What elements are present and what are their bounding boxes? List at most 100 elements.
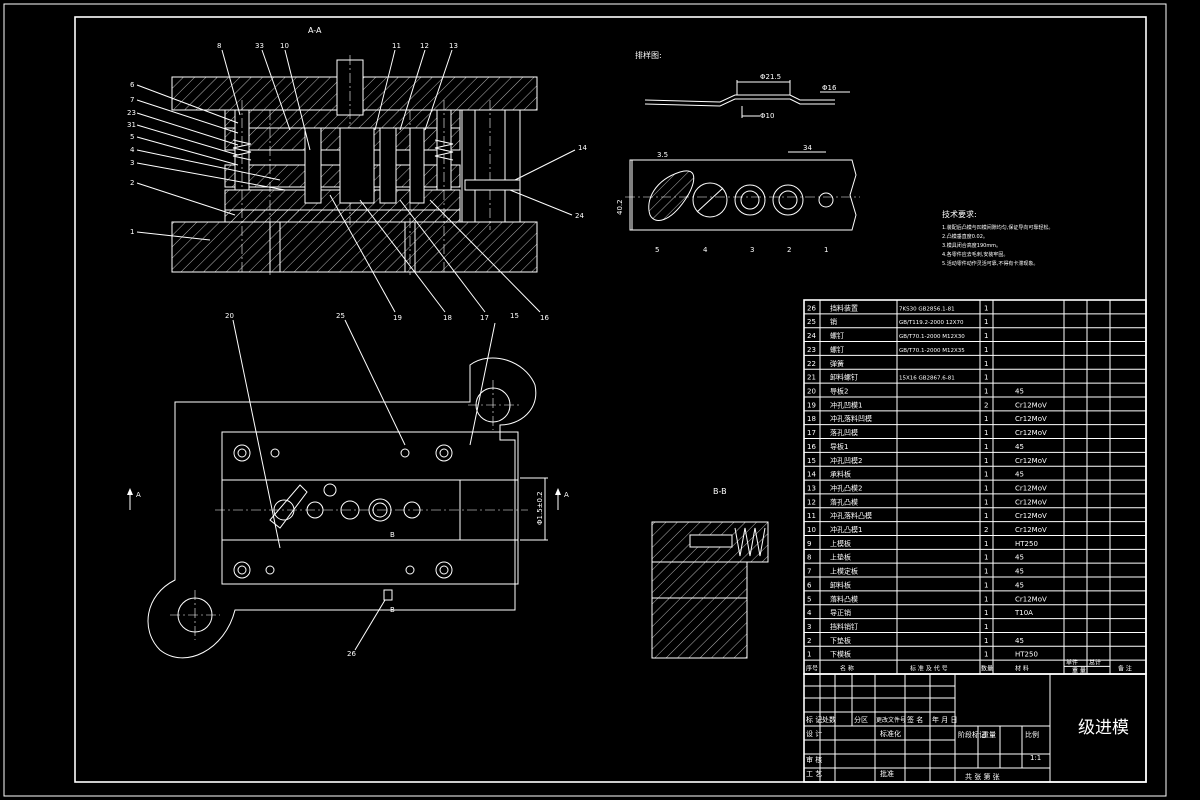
bom-row-name: 落料凸模 — [830, 594, 858, 603]
screw-hole-3 — [233, 561, 251, 579]
callout-16: 16 — [540, 314, 549, 322]
bom-row-material: Cr12MoV — [1015, 401, 1047, 409]
bom-row-qty: 2 — [984, 401, 988, 409]
std-label: 标准化 — [880, 729, 901, 738]
section-mark-b-bottom: B — [390, 606, 395, 614]
callout-1: 1 — [130, 228, 134, 236]
bom-row-material: 45 — [1015, 637, 1024, 645]
bom-row-qty: 1 — [984, 429, 988, 437]
bom-row-no: 7 — [807, 568, 811, 576]
bom-row-no: 9 — [807, 540, 811, 548]
bom-row-qty: 1 — [984, 581, 988, 589]
bom-row-qty: 1 — [984, 415, 988, 423]
bom-row-material: HT250 — [1015, 540, 1038, 548]
section-b-middle — [651, 561, 748, 599]
screw-hole-1 — [233, 444, 251, 462]
dim-phi16: Φ16 — [822, 84, 837, 92]
bom-row-no: 25 — [807, 318, 816, 326]
bom-row-no: 17 — [807, 429, 816, 437]
callout-26: 26 — [347, 650, 356, 658]
scale-value: 1:1 — [1030, 754, 1041, 762]
bom-row-no: 15 — [807, 457, 816, 465]
bom-row-standard: GB/T70.1-2000 M12X35 — [899, 348, 965, 354]
stock-support — [464, 179, 521, 191]
bom-row-no: 8 — [807, 554, 811, 562]
die-block-plan — [221, 431, 519, 585]
bom-row-no: 3 — [807, 623, 811, 631]
bom-row-qty: 1 — [984, 484, 988, 492]
main-section-label: A-A — [308, 26, 322, 35]
section-b-view: B-B — [651, 487, 769, 659]
bom-row-qty: 1 — [984, 554, 988, 562]
punch-2 — [339, 127, 375, 204]
bom-header-no: 序号 — [806, 665, 818, 673]
callout-23: 23 — [127, 109, 136, 117]
bom-row-name: 下垫板 — [830, 636, 851, 645]
bom-header-weight: 重 量 — [1072, 667, 1086, 675]
bom-row-material: Cr12MoV — [1015, 429, 1047, 437]
bom-row-name: 承料板 — [830, 470, 851, 479]
bom-row-no: 20 — [807, 388, 816, 396]
callout-12: 12 — [420, 42, 429, 50]
bom-header-name: 名 称 — [840, 665, 854, 673]
bom-row-name: 冲孔凹模2 — [830, 456, 862, 465]
scale-label: 比例 — [1025, 730, 1039, 739]
punch-3 — [379, 127, 397, 204]
bom-row-name: 挡料销钉 — [830, 622, 858, 631]
bom-row-name: 下模板 — [830, 650, 851, 659]
bom-row-material: Cr12MoV — [1015, 457, 1047, 465]
bom-row-name: 卸料螺钉 — [830, 373, 858, 382]
stage-label: 阶段标记 — [958, 730, 986, 739]
review-label: 审 核 — [806, 755, 822, 764]
callout-33: 33 — [255, 42, 264, 50]
pin-hole-4 — [405, 565, 415, 575]
top-callouts: 8 33 10 11 12 13 — [217, 42, 458, 151]
strip-layout: 排样图: Φ21.5 Φ10 Φ16 34 40.2 3.5 5 4 3 2 1 — [616, 50, 860, 254]
dim-phi10: Φ10 — [760, 112, 774, 120]
dim-strip-width: 40.2 — [616, 199, 624, 215]
die-set-outline — [147, 357, 537, 659]
bom-row-standard: 15X16 GB2867.6-81 — [899, 376, 955, 382]
bom-row-standard: GB/T70.1-2000 M12X30 — [899, 334, 965, 340]
bom-row-no: 10 — [807, 526, 816, 534]
technical-requirements: 技术要求: 1.装配后凸模与凹模间隙均匀,保证导向可靠轻松。 2.凸模垂直度0.… — [942, 209, 1053, 267]
bom-row-name: 冲孔凸模2 — [830, 483, 862, 492]
tech-req-line-5: 5.活动零件动作灵活可靠,不得有卡滞现象。 — [942, 260, 1038, 267]
bom-row-name: 落孔凸模 — [830, 497, 858, 506]
section-arrow-left: A — [136, 491, 141, 499]
dim-phi21: Φ21.5 — [760, 73, 781, 81]
bom-row-material: 45 — [1015, 568, 1024, 576]
bom-row-name: 螺钉 — [830, 331, 844, 340]
bom-row-material: 45 — [1015, 471, 1024, 479]
bom-row-name: 导正销 — [830, 608, 851, 617]
bom-row-no: 5 — [807, 595, 811, 603]
callout-20: 20 — [225, 312, 234, 320]
bom-row-name: 冲孔凹模1 — [830, 400, 862, 409]
drawing-title: 级进模 — [1078, 718, 1129, 738]
bom-header-total-weight: 总计 — [1089, 659, 1101, 667]
title-block: 标 记 处数 分区 更改文件号 签 名 年 月 日 设 计 标准化 审 核 工 … — [803, 673, 1147, 783]
guide-post-housing — [461, 109, 521, 223]
bom-row-material: 45 — [1015, 581, 1024, 589]
bom-row-material: Cr12MoV — [1015, 512, 1047, 520]
bom-row-no: 23 — [807, 346, 816, 354]
callout-14: 14 — [578, 144, 587, 152]
callout-4: 4 — [130, 146, 135, 154]
station-4-hole — [692, 182, 728, 218]
bom-row-qty: 1 — [984, 457, 988, 465]
plan-station-hole-a — [340, 500, 360, 520]
bom-row-no: 2 — [807, 637, 811, 645]
section-b-lower — [651, 597, 748, 659]
punch-4 — [409, 127, 425, 204]
bom-row-qty: 1 — [984, 609, 988, 617]
station-2-ring — [772, 184, 804, 216]
part-profile — [644, 94, 835, 103]
bom-row-material: T10A — [1014, 609, 1033, 617]
bom-row-no: 18 — [807, 415, 816, 423]
bom-row-no: 21 — [807, 374, 816, 382]
main-section-view: A-A 8 33 — [127, 26, 587, 322]
bom-row-material: Cr12MoV — [1015, 484, 1047, 492]
tech-req-line-1: 1.装配后凸模与凹模间隙均匀,保证导向可靠轻松。 — [942, 224, 1053, 231]
